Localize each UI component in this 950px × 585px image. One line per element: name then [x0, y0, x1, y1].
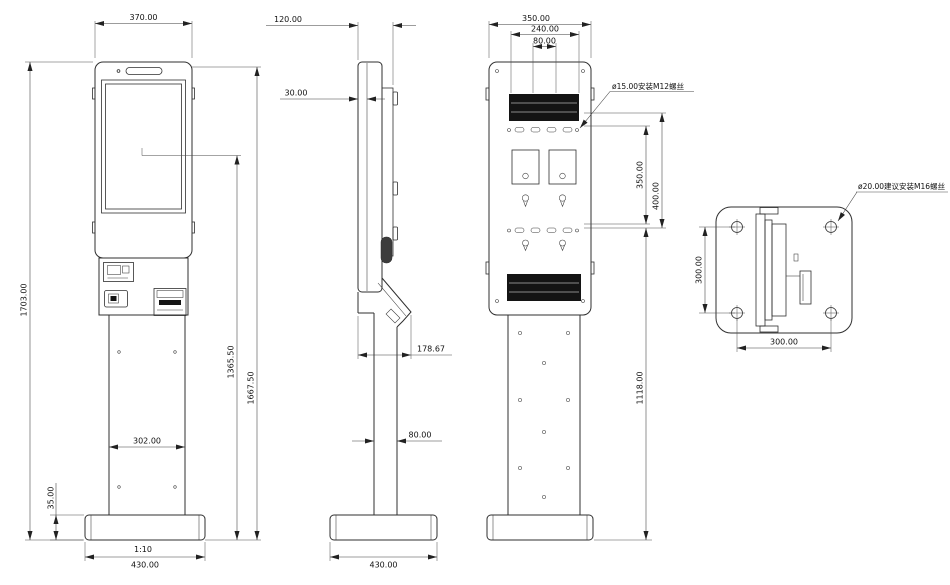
svg-text:370.00: 370.00 [130, 13, 158, 22]
front-camera-dot [116, 69, 121, 73]
dim-side-base-depth: 430.00 [329, 542, 438, 570]
svg-text:350.00: 350.00 [636, 161, 645, 189]
dim-rear-top-width: 350.00 [488, 14, 592, 58]
front-base [84, 514, 206, 541]
front-screen-bezel [101, 79, 186, 214]
annotation-m12-screws: ø15.00安装M12螺丝 [579, 81, 694, 129]
svg-text:302.00: 302.00 [133, 437, 161, 446]
dim-rear-plate-height: 400.00 [584, 112, 666, 229]
svg-text:178.67: 178.67 [417, 345, 445, 354]
rear-view: 350.00 240.00 80.00 ø15.00安装M12螺丝 350.0 [485, 14, 694, 541]
front-tab-right-top [191, 87, 195, 100]
rear-vent-bottom [507, 274, 581, 301]
front-tab-left-top [92, 87, 96, 100]
dim-side-head-depth: 120.00 [266, 15, 416, 85]
side-hinge-bottom [392, 226, 398, 241]
svg-text:35.00: 35.00 [47, 487, 56, 510]
front-pole-screw [173, 350, 177, 354]
svg-text:80.00: 80.00 [533, 37, 556, 46]
side-hinge-middle [392, 181, 398, 196]
front-card-reader [104, 290, 128, 308]
rear-vent-top [509, 94, 579, 121]
front-pole-screw [117, 350, 121, 354]
dim-front-head-height: 1667.50 [192, 66, 261, 541]
side-hinge-top [392, 91, 398, 106]
front-screen [105, 83, 182, 210]
dim-side-pole-depth: 80.00 [352, 431, 442, 444]
front-view: 370.00 1703.00 35.00 302.00 1365.50 [20, 13, 261, 570]
dim-front-top-width: 370.00 [94, 13, 193, 58]
mount-plate [715, 206, 853, 334]
side-view: 120.00 30.00 178.67 80.00 430.00 [266, 15, 452, 570]
svg-text:430.00: 430.00 [370, 561, 398, 570]
front-printer [153, 288, 187, 316]
svg-text:400.00: 400.00 [652, 182, 661, 210]
rear-vesa-cutouts [511, 149, 577, 208]
svg-text:240.00: 240.00 [531, 25, 559, 34]
svg-text:80.00: 80.00 [409, 431, 432, 440]
annotation-m16-screws: ø20.00建议安装M16螺丝 [837, 181, 948, 222]
dim-side-panel-thickness: 30.00 [280, 89, 385, 102]
rear-pole-holes [518, 331, 570, 499]
svg-text:1365.50: 1365.50 [227, 345, 236, 378]
dim-plate-width: 300.00 [736, 319, 832, 352]
svg-text:430.00: 430.00 [131, 561, 159, 570]
side-base [329, 514, 438, 541]
dim-front-pole-width: 302.00 [109, 437, 185, 450]
front-pole-screw [173, 485, 177, 489]
side-speaker-grille [380, 236, 393, 264]
front-scanner-window [103, 262, 134, 282]
dim-rear-vesa-height: 350.00 [584, 125, 650, 225]
dim-rear-vesa-width: 240.00 [510, 25, 580, 93]
svg-text:30.00: 30.00 [285, 89, 308, 98]
dim-front-screen-height: 1365.50 [141, 148, 241, 540]
dim-rear-hole-spacing: 80.00 [532, 37, 557, 93]
scale-label: 1:10 [134, 545, 152, 554]
side-printer-pod [357, 277, 412, 328]
svg-text:350.00: 350.00 [522, 14, 550, 23]
svg-text:300.00: 300.00 [770, 338, 798, 347]
svg-text:1703.00: 1703.00 [20, 283, 29, 316]
rear-base [486, 514, 594, 541]
front-speaker-slot [125, 67, 163, 75]
m12-note-text: ø15.00安装M12螺丝 [612, 81, 685, 91]
m16-note-text: ø20.00建议安装M16螺丝 [858, 181, 946, 191]
rear-slot-row-bottom [507, 227, 579, 252]
mount-bracket-assembly [755, 207, 812, 333]
svg-text:1118.00: 1118.00 [636, 371, 645, 404]
dim-front-base-height: 35.00 [47, 483, 84, 541]
dim-rear-pole-height: 1118.00 [594, 228, 652, 541]
dim-plate-height: 300.00 [695, 226, 735, 314]
dim-front-base-width: 1:10 430.00 [84, 542, 206, 570]
svg-text:300.00: 300.00 [695, 256, 704, 284]
rear-slot-row-top [507, 127, 579, 133]
front-tab-right-bottom [191, 221, 195, 234]
dim-side-bracket-depth: 178.67 [357, 315, 452, 359]
svg-text:1667.50: 1667.50 [247, 371, 256, 404]
mount-plate-detail-view: ø20.00建议安装M16螺丝 300.00 300.00 [695, 181, 948, 352]
svg-text:120.00: 120.00 [274, 15, 302, 24]
front-pole-screw [117, 485, 121, 489]
front-tab-left-bottom [92, 221, 96, 234]
